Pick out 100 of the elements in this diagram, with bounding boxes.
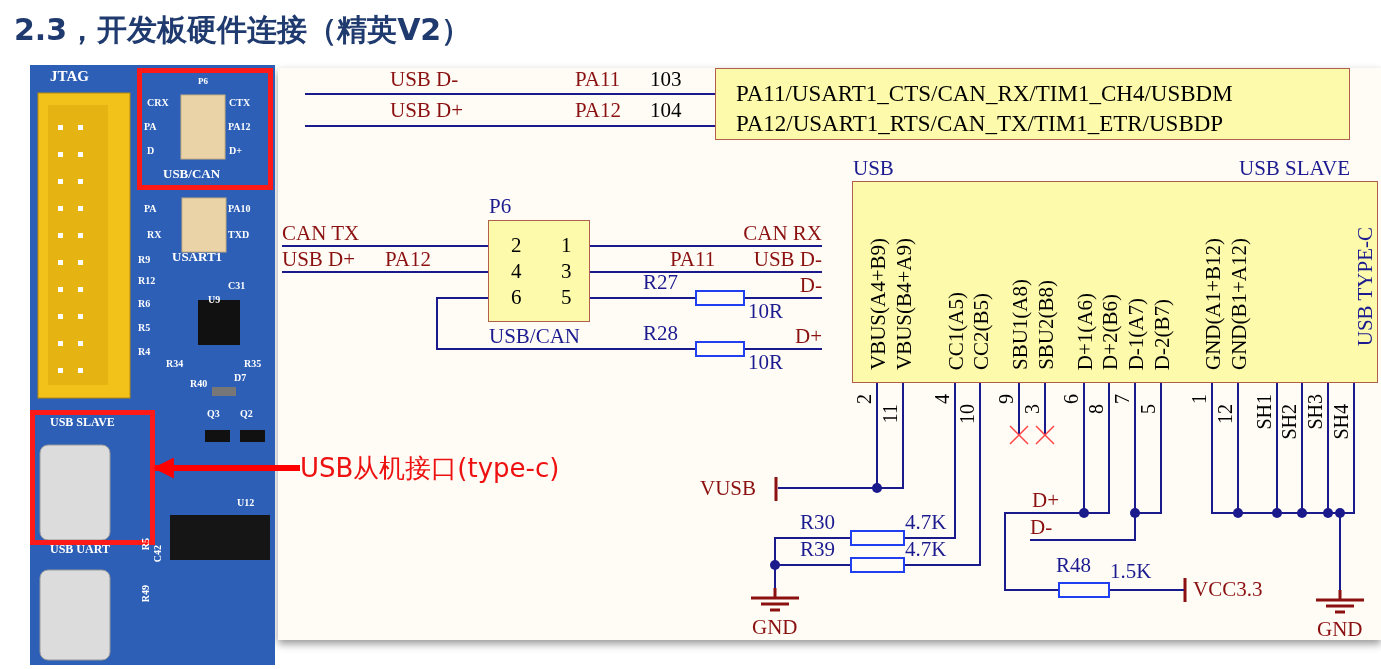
component-name: USB/CAN — [489, 325, 581, 349]
pin-number: 9 — [996, 394, 1016, 404]
power-label: VCC3.3 — [1193, 578, 1263, 602]
pin-name: CC2(B5) — [969, 293, 993, 370]
wire — [904, 382, 981, 566]
pin-number: 1 — [1189, 394, 1209, 404]
pin-function-box — [715, 68, 1350, 140]
silkscreen-label: JTAG — [50, 68, 89, 85]
wire — [1004, 382, 1085, 591]
silkscreen-label: R34 — [166, 358, 184, 369]
wire — [281, 245, 489, 247]
power-label: GND — [1317, 618, 1363, 642]
resistor-value: 4.7K — [905, 511, 947, 535]
silkscreen-label: TXD — [228, 229, 250, 240]
silkscreen-label: PA10 — [228, 203, 251, 214]
resistor-symbol — [695, 341, 745, 357]
wire — [281, 271, 489, 273]
net-label: PA12 — [575, 99, 621, 123]
silkscreen-label: C42 — [152, 545, 163, 563]
wire — [1211, 382, 1341, 591]
pin-name: D-2(B7) — [1150, 298, 1174, 370]
silkscreen-label: U12 — [237, 497, 255, 508]
pin-number: 12 — [1215, 404, 1235, 424]
net-label: CAN RX — [716, 222, 822, 246]
wire — [304, 125, 716, 127]
net-label: USB D+ — [390, 99, 464, 123]
silkscreen-label: R9 — [138, 254, 151, 265]
pin-number: 104 — [650, 99, 682, 123]
resistor-symbol — [1058, 582, 1110, 598]
pin-number: 103 — [650, 68, 682, 92]
pin-name: D+1(A6) — [1073, 292, 1097, 370]
silkscreen-label: USB/CAN — [163, 167, 221, 182]
silkscreen-label: PA — [144, 203, 157, 214]
silkscreen-label: USB UART — [50, 543, 110, 557]
pin-number: 10 — [957, 404, 977, 424]
resistor-symbol — [850, 530, 905, 546]
pin-number: 5 — [561, 286, 572, 310]
silkscreen-label: Q2 — [240, 408, 253, 419]
silkscreen-label: C31 — [228, 280, 246, 291]
pin-number: SH2 — [1279, 404, 1299, 440]
net-label: USB D- — [744, 248, 822, 272]
wire — [436, 297, 696, 350]
resistor-designator: R28 — [643, 322, 678, 346]
component-designator: USB — [853, 157, 894, 181]
component-name: USB SLAVE — [1239, 157, 1351, 181]
pin-function-label: PA11/USART1_CTS/CAN_RX/TIM1_CH4/USBDM — [736, 81, 1233, 107]
highlight-frame — [137, 68, 273, 190]
wire — [904, 382, 956, 539]
pin-number: 4 — [511, 260, 522, 284]
component-name: USB TYPE-C — [1353, 226, 1377, 346]
pin-number: 6 — [511, 286, 522, 310]
pin-name: VBUS(B4+A9) — [892, 237, 916, 370]
pin-number: 6 — [1061, 394, 1081, 404]
silkscreen-label: D — [147, 145, 155, 156]
wire — [1029, 382, 1136, 541]
wire — [589, 297, 696, 299]
net-label: D+ — [792, 325, 822, 349]
pin-number: 1 — [561, 234, 572, 258]
net-label: D+ — [1032, 489, 1059, 513]
resistor-designator: R39 — [800, 538, 835, 562]
silkscreen-label: R12 — [138, 275, 156, 286]
pin-number: 7 — [1112, 394, 1132, 404]
wire — [1109, 589, 1185, 591]
resistor-designator: R27 — [643, 271, 678, 295]
silkscreen-label: CTX — [229, 97, 251, 108]
component-designator: P6 — [489, 195, 512, 219]
resistor-value: 4.7K — [905, 538, 947, 562]
pin-name: SBU2(B8) — [1034, 280, 1058, 370]
resistor-designator: R30 — [800, 511, 835, 535]
net-label: USB D+ — [282, 248, 372, 272]
net-label: PA12 — [385, 248, 431, 272]
pin-number: 11 — [880, 404, 900, 424]
resistor-symbol — [850, 557, 905, 573]
resistor-designator: R48 — [1056, 554, 1091, 578]
pin-number: SH3 — [1305, 394, 1325, 430]
pin-number: 2 — [511, 234, 522, 258]
wire — [589, 271, 823, 273]
wire — [589, 245, 823, 247]
pin-number: 5 — [1138, 404, 1158, 414]
silkscreen-label: P6 — [198, 77, 208, 87]
pin-number: 3 — [561, 260, 572, 284]
silkscreen-label: CRX — [147, 97, 169, 108]
net-label: PA11 — [575, 68, 621, 92]
net-label: D- — [792, 274, 822, 298]
silkscreen-label: R49 — [140, 585, 151, 603]
silkscreen-label: USART1 — [172, 250, 223, 265]
pin-name: SBU1(A8) — [1008, 279, 1032, 370]
pin-name: D-1(A7) — [1124, 297, 1148, 370]
silkscreen-label: USB SLAVE — [50, 416, 115, 430]
pin-number: SH4 — [1331, 404, 1351, 440]
pin-function-label: PA12/USART1_RTS/CAN_TX/TIM1_ETR/USBDP — [736, 111, 1224, 137]
pin-name: VBUS(A4+B9) — [866, 237, 890, 370]
pin-number: 8 — [1086, 404, 1106, 414]
wire — [777, 382, 878, 489]
silkscreen-label: PA — [144, 121, 157, 132]
slide-title: 2.3，开发板硬件连接（精英V2） — [14, 11, 472, 49]
resistor-value: 10R — [748, 351, 783, 375]
silkscreen-label: U9 — [208, 294, 221, 305]
net-label: USB D- — [390, 68, 459, 92]
pin-name: CC1(A5) — [944, 291, 968, 370]
